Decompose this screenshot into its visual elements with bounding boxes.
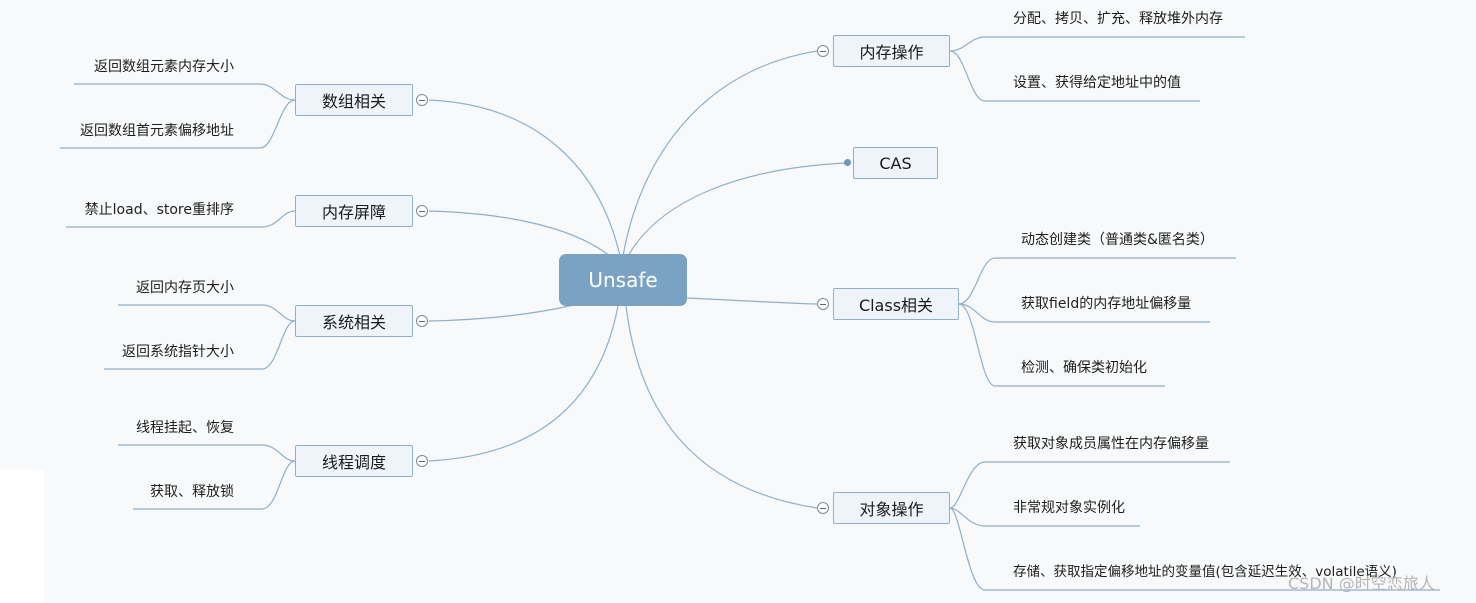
topic-system-label: 系统相关 [321, 313, 386, 332]
leaf-object-1[interactable]: 获取对象成员属性在内存偏移量 [1013, 436, 1209, 452]
leaf-thread-2[interactable]: 获取、释放锁 [150, 484, 234, 500]
topic-class[interactable]: Class相关 [833, 288, 959, 320]
connector-root-array [428, 99, 621, 257]
collapse-object-ops-icon[interactable] [817, 502, 829, 514]
collapse-memory-ops-icon[interactable] [817, 45, 829, 57]
leaf-barrier-1[interactable]: 禁止load、store重排序 [84, 202, 234, 218]
topic-array[interactable]: 数组相关 [295, 84, 413, 116]
leaf-memory-2[interactable]: 设置、获得给定地址中的值 [1013, 75, 1181, 91]
topic-object-ops[interactable]: 对象操作 [833, 492, 950, 524]
topic-cas-label: CAS [879, 153, 912, 173]
connector-system-leaf-2 [104, 320, 296, 370]
root-topic[interactable]: Unsafe [559, 254, 687, 306]
collapse-class-icon[interactable] [817, 298, 829, 310]
leaf-array-1[interactable]: 返回数组元素内存大小 [94, 59, 234, 75]
connector-root-memory-ops [622, 50, 818, 257]
connector-root-class [686, 297, 818, 305]
topic-object-ops-label: 对象操作 [859, 500, 924, 519]
connector-class-leaf-2 [958, 303, 1210, 323]
canvas-background-left [0, 0, 44, 470]
topic-cas[interactable]: CAS [853, 147, 938, 179]
leaf-object-2[interactable]: 非常规对象实例化 [1013, 500, 1125, 516]
connector-root-thread [428, 305, 619, 462]
connector-array-leaf-2 [60, 99, 296, 149]
topic-array-label: 数组相关 [321, 92, 386, 111]
watermark: CSDN @时空恋旅人 [1288, 574, 1435, 593]
connector-array-leaf-1 [74, 83, 296, 101]
connector-root-system [428, 304, 575, 322]
connector-memory-leaf-1 [949, 36, 1245, 52]
leaf-array-2[interactable]: 返回数组首元素偏移地址 [80, 123, 234, 139]
connector-class-leaf-3 [958, 303, 1165, 387]
leaf-class-1[interactable]: 动态创建类（普通类&匿名类） [1021, 232, 1214, 248]
connector-root-cas [627, 162, 848, 257]
topic-memory-ops[interactable]: 内存操作 [833, 35, 950, 67]
topic-memory-barrier-label: 内存屏障 [321, 203, 386, 222]
connector-end-dot [844, 159, 851, 166]
connector-object-leaf-3 [949, 507, 1440, 591]
connector-thread-leaf-1 [118, 444, 296, 462]
root-topic-label: Unsafe [588, 268, 658, 292]
topic-class-label: Class相关 [858, 296, 934, 315]
connector-object-leaf-1 [949, 461, 1230, 509]
topic-system[interactable]: 系统相关 [295, 305, 413, 337]
connector-root-barrier [428, 210, 611, 257]
leaf-thread-1[interactable]: 线程挂起、恢复 [136, 420, 234, 436]
leaf-system-2[interactable]: 返回系统指针大小 [122, 344, 234, 360]
collapse-array-icon[interactable] [416, 94, 428, 106]
leaf-class-2[interactable]: 获取field的内存地址偏移量 [1021, 296, 1192, 312]
connector-memory-leaf-2 [949, 50, 1200, 102]
leaf-class-3[interactable]: 检测、确保类初始化 [1021, 360, 1147, 376]
collapse-system-icon[interactable] [416, 315, 428, 327]
connector-thread-leaf-2 [133, 460, 296, 510]
collapse-thread-icon[interactable] [416, 455, 428, 467]
topic-thread[interactable]: 线程调度 [295, 445, 413, 477]
connector-system-leaf-1 [118, 304, 296, 322]
connector-object-leaf-2 [949, 507, 1140, 527]
collapse-memory-barrier-icon[interactable] [416, 205, 428, 217]
topic-thread-label: 线程调度 [321, 453, 386, 472]
connector-class-leaf-1 [958, 257, 1236, 305]
connector-barrier-leaf-1 [66, 210, 296, 228]
leaf-system-1[interactable]: 返回内存页大小 [136, 280, 234, 296]
connector-root-object-ops [625, 305, 818, 509]
topic-memory-ops-label: 内存操作 [859, 43, 924, 62]
leaf-object-3[interactable]: 存储、获取指定偏移地址的变量值(包含延迟生效、volatile语义) [1013, 564, 1397, 580]
leaf-memory-1[interactable]: 分配、拷贝、扩充、释放堆外内存 [1013, 11, 1223, 27]
topic-memory-barrier[interactable]: 内存屏障 [295, 195, 413, 227]
